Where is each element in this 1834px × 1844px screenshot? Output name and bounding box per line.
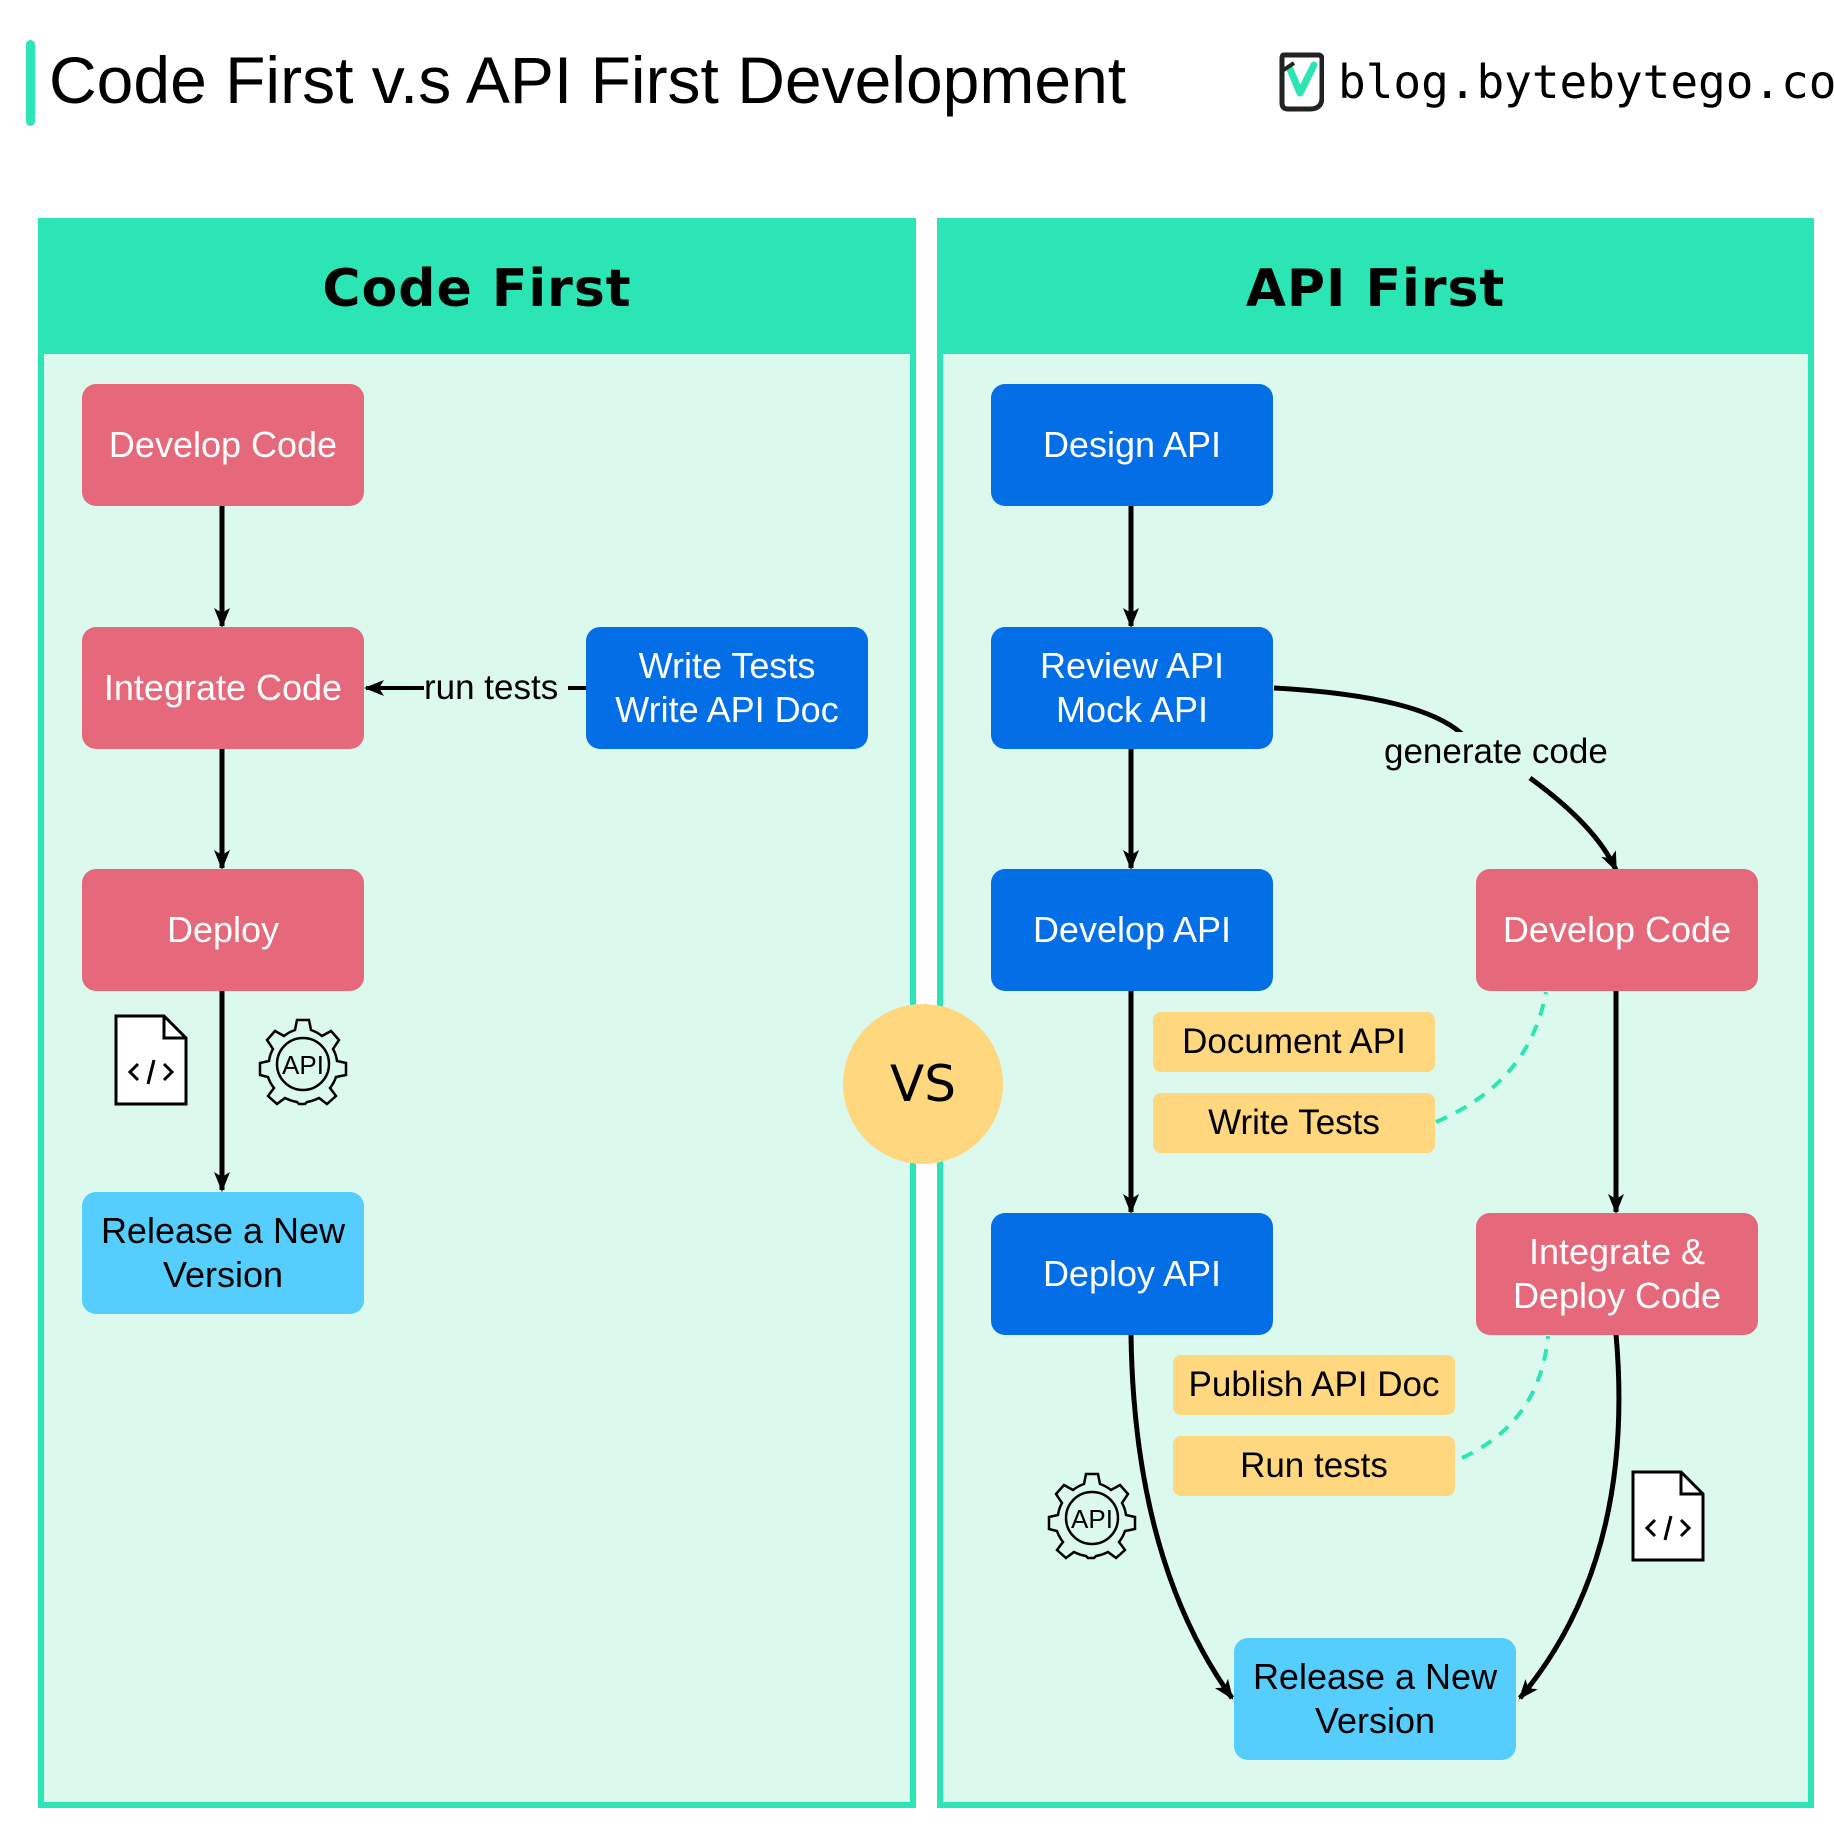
af-write-tests-label: Write Tests — [1208, 1103, 1380, 1142]
api-first-title: API First — [1245, 259, 1506, 319]
code-first-title: Code First — [322, 259, 632, 319]
af-design-api-label: Design API — [1042, 424, 1222, 465]
arrow-generate-code — [1273, 685, 1464, 736]
af-document-api: Document API — [1153, 1012, 1435, 1072]
cf-deploy: Deploy — [82, 869, 364, 991]
af-write-tests: Write Tests — [1153, 1093, 1435, 1153]
af-review-api: Review API Mock API — [991, 627, 1273, 749]
api-gear-icon: API — [258, 1018, 348, 1106]
af-develop-api-label: Develop API — [1032, 909, 1232, 950]
api-gear-icon: API — [1047, 1472, 1137, 1560]
af-release-line1: Release a New — [1252, 1656, 1498, 1697]
af-integrate-deploy-line2: Deploy Code — [1512, 1275, 1722, 1316]
brand[interactable]: blog.bytebytego.com — [1278, 44, 1834, 120]
svg-text:API: API — [1071, 1504, 1113, 1534]
generate-code-label: generate code — [1380, 732, 1612, 772]
af-publish-api-doc-label: Publish API Doc — [1188, 1365, 1440, 1404]
dashed-write-tests-link — [1435, 991, 1548, 1124]
cf-develop-code: Develop Code — [82, 384, 364, 506]
cf-deploy-label: Deploy — [166, 909, 280, 950]
af-release: Release a New Version — [1234, 1638, 1516, 1760]
run-tests-label: run tests — [424, 668, 559, 707]
af-run-tests-label: Run tests — [1240, 1446, 1388, 1485]
arrow-generate-code-2 — [1528, 775, 1619, 872]
cf-integrate-code-label: Integrate Code — [103, 667, 343, 708]
af-integrate-deploy: Integrate & Deploy Code — [1476, 1213, 1758, 1335]
af-document-api-label: Document API — [1182, 1022, 1406, 1061]
cf-release-line2: Version — [162, 1254, 284, 1295]
af-integrate-deploy-line1: Integrate & — [1528, 1231, 1706, 1272]
af-review-api-line1: Review API — [1039, 645, 1225, 686]
code-first-header: Code First — [44, 224, 910, 354]
cf-develop-code-label: Develop Code — [108, 424, 338, 465]
cf-integrate-code: Integrate Code — [82, 627, 364, 749]
code-first-panel: Code First — [38, 218, 916, 1808]
dashed-run-tests-link — [1461, 1335, 1550, 1460]
api-first-header: API First — [943, 224, 1808, 354]
af-review-api-line2: Mock API — [1055, 689, 1209, 730]
af-release-line2: Version — [1314, 1700, 1436, 1741]
af-deploy-api-label: Deploy API — [1042, 1253, 1222, 1294]
cf-release: Release a New Version — [82, 1192, 364, 1314]
af-publish-api-doc: Publish API Doc — [1173, 1355, 1455, 1415]
cf-write-tests-line1: Write Tests — [638, 645, 816, 686]
af-develop-api: Develop API — [991, 869, 1273, 991]
title-accent-bar — [26, 40, 35, 126]
af-deploy-api: Deploy API — [991, 1213, 1273, 1335]
vs-badge: VS — [843, 1004, 1003, 1164]
arrow-integrate-to-release — [1518, 1333, 1622, 1700]
brand-text: blog.bytebytego.com — [1338, 55, 1834, 109]
bytebytego-logo-icon — [1279, 52, 1324, 112]
svg-text:API: API — [282, 1050, 324, 1080]
cf-write-tests-line2: Write API Doc — [615, 689, 839, 730]
cf-release-line1: Release a New — [100, 1210, 346, 1251]
arrow-deploy-api-to-release — [1128, 1333, 1235, 1700]
af-design-api: Design API — [991, 384, 1273, 506]
af-develop-code: Develop Code — [1476, 869, 1758, 991]
code-file-icon — [1631, 1470, 1705, 1562]
af-develop-code-label: Develop Code — [1502, 909, 1732, 950]
page-title: Code First v.s API First Development — [49, 43, 1127, 117]
code-file-icon — [114, 1014, 188, 1106]
cf-write-tests: Write Tests Write API Doc — [586, 627, 868, 749]
af-run-tests: Run tests — [1173, 1436, 1455, 1496]
